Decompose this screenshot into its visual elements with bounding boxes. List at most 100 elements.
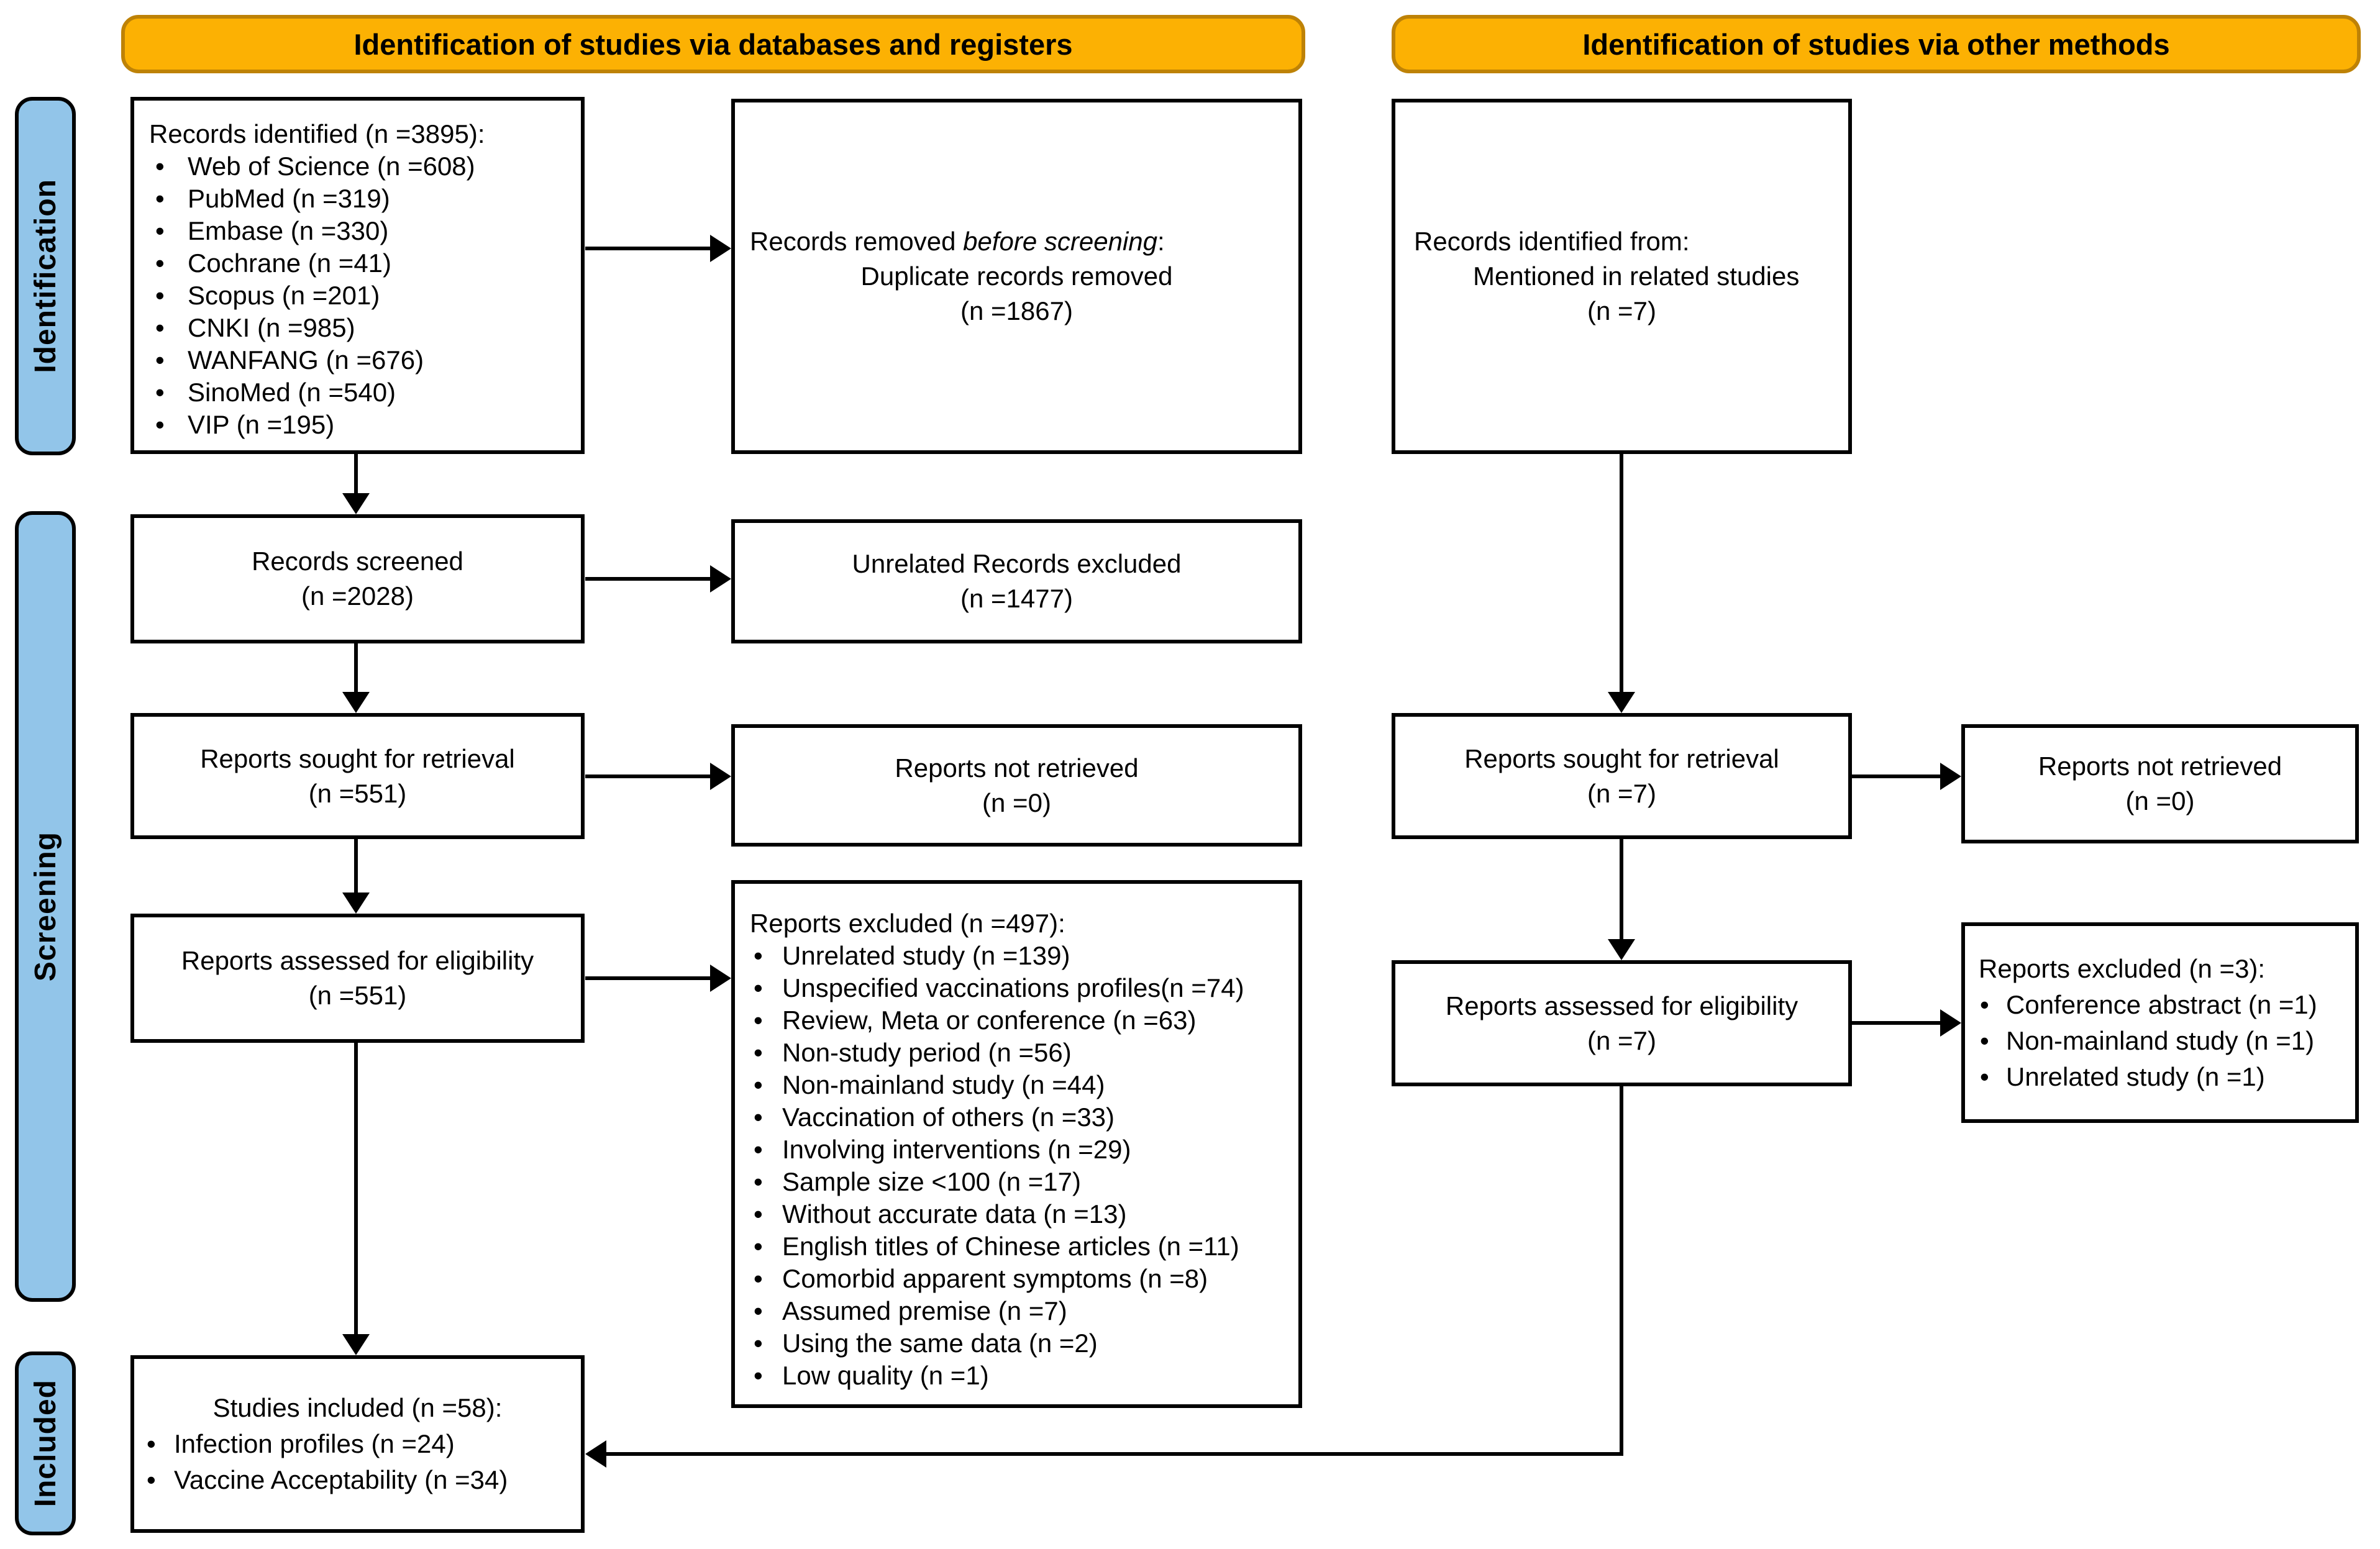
records-removed-line1-italic: before screening [963,227,1158,256]
unrelated-excluded-count: (n =1477) [960,584,1073,613]
bullet-dot: • [754,1167,763,1196]
records-removed-line1: Records removed before screening: [750,224,1283,259]
reports-not-retrieved-box: Reports not retrieved (n =0) [731,724,1302,847]
bullet-dot: • [155,152,165,181]
list-item: •Involving interventions (n =29) [750,1133,1291,1166]
records-screened-box: Records screened (n =2028) [130,514,585,643]
reports-not-retrieved-other-box: Reports not retrieved (n =0) [1961,724,2359,843]
bullet-dot: • [155,216,165,245]
reports-assessed-other-count: (n =7) [1587,1025,1656,1055]
bullet-dot: • [147,1465,156,1494]
list-item-text: Sample size <100 (n =17) [782,1167,1081,1196]
sidebar-included-label: Included [29,1379,62,1507]
list-item-text: Non-study period (n =56) [782,1038,1072,1067]
arrow-assessed-to-excluded-head [710,965,731,992]
list-item: •Conference abstract (n =1) [1979,987,2349,1023]
header-other-label: Identification of studies via other meth… [1582,27,2170,61]
arrow-assessed-to-included-head [342,1334,370,1355]
reports-assessed-other-line1: Reports assessed for eligibility [1445,991,1799,1020]
arrow-other-assessed-to-excluded-head [1940,1009,1961,1037]
bullet-dot: • [1980,989,1989,1019]
reports-sought-other-box: Reports sought for retrieval (n =7) [1392,713,1852,839]
reports-assessed-other-box: Reports assessed for eligibility (n =7) [1392,960,1852,1086]
studies-included-title: Studies included (n =58): [212,1393,503,1422]
records-screened-count: (n =2028) [301,581,414,611]
list-item-text: Non-mainland study (n =1) [2006,1025,2315,1055]
studies-included-box: Studies included (n =58): •Infection pro… [130,1355,585,1533]
list-item-text: Web of Science (n =608) [188,152,475,181]
header-databases-registers: Identification of studies via databases … [121,15,1305,73]
header-databases-label: Identification of studies via databases … [353,27,1073,61]
unrelated-excluded-line1: Unrelated Records excluded [852,549,1182,578]
list-item-text: CNKI (n =985) [188,313,355,342]
arrow-other-to-included-horizontal-line [606,1452,1623,1456]
arrow-identified-to-screened-line [354,454,358,494]
list-item: •Unspecified vaccinations profiles(n =74… [750,972,1291,1004]
records-removed-line1-suffix: : [1157,227,1165,256]
list-item: •English titles of Chinese articles (n =… [750,1230,1291,1263]
reports-not-retrieved-other-count: (n =0) [2125,786,2195,815]
list-item-text: Cochrane (n =41) [188,248,392,278]
list-item: •CNKI (n =985) [149,312,571,344]
list-item: • Non-mainland study (n =1) [1979,1023,2349,1059]
list-item: •Assumed premise (n =7) [750,1295,1291,1327]
list-item: •Comorbid apparent symptoms (n =8) [750,1263,1291,1295]
bullet-dot: • [155,281,165,310]
arrow-screened-to-excluded-head [710,565,731,593]
bullet-dot: • [155,345,165,375]
arrow-sought-to-notretrieved-head [710,763,731,790]
bullet-dot: • [754,1361,763,1390]
arrow-other-identified-to-sought-line [1620,454,1623,692]
list-item: •Embase (n =330) [149,215,571,247]
records-identified-box: Records identified (n =3895): •Web of Sc… [130,97,585,454]
list-item: •VIP (n =195) [149,409,571,441]
list-item: •Non-mainland study (n =44) [750,1069,1291,1101]
list-item: • Scopus (n =201) [149,279,571,312]
records-removed-box: Records removed before screening: Duplic… [731,99,1302,454]
arrow-other-sought-to-assessed-line [1620,839,1623,939]
list-item: • Sample size <100 (n =17) [750,1166,1291,1198]
bullet-dot: • [147,1429,156,1458]
arrow-assessed-to-included-line [354,1043,358,1334]
list-item-text: Scopus (n =201) [188,281,380,310]
records-removed-line1-normal: Records removed [750,227,964,256]
sidebar-stage-identification: Identification [15,97,76,455]
list-item: • Low quality (n =1) [750,1360,1291,1392]
records-identified-other-box: Records identified from: Mentioned in re… [1392,99,1852,454]
bullet-dot: • [754,1070,763,1099]
list-item: •Vaccine Acceptability (n =34) [144,1462,571,1498]
list-item-text: PubMed (n =319) [188,184,390,213]
arrow-sought-to-notretrieved-line [585,774,710,778]
list-item-text: Comorbid apparent symptoms (n =8) [782,1264,1208,1293]
list-item: •Unrelated study (n =139) [750,940,1291,972]
arrow-screened-to-sought-line [354,643,358,692]
list-item-text: Assumed premise (n =7) [782,1296,1067,1325]
reports-sought-line1: Reports sought for retrieval [200,743,515,773]
list-item-text: WANFANG (n =676) [188,345,424,375]
reports-not-retrieved-line1: Reports not retrieved [895,753,1139,783]
reports-assessed-box: Reports assessed for eligibility (n =551… [130,914,585,1043]
list-item-text: Low quality (n =1) [782,1361,989,1390]
bullet-dot: • [754,1199,763,1229]
list-item: •Unrelated study (n =1) [1979,1059,2349,1095]
list-item-text: Without accurate data (n =13) [782,1199,1127,1229]
header-other-methods: Identification of studies via other meth… [1392,15,2361,73]
reports-sought-other-line1: Reports sought for retrieval [1464,743,1779,773]
arrow-other-assessed-to-excluded-line [1852,1021,1940,1025]
list-item-text: English titles of Chinese articles (n =1… [782,1232,1239,1261]
arrow-other-identified-to-sought-head [1608,692,1635,713]
list-item-text: Unrelated study (n =139) [782,941,1070,970]
arrow-other-sought-to-assessed-head [1608,939,1635,960]
list-item: • Web of Science (n =608) [149,150,571,183]
list-item: •Vaccination of others (n =33) [750,1101,1291,1133]
sidebar-stage-screening: Screening [15,511,76,1302]
bullet-dot: • [1980,1025,1989,1055]
bullet-dot: • [754,1329,763,1358]
arrow-sought-to-assessed-line [354,839,358,893]
list-item-text: Unrelated study (n =1) [2006,1061,2265,1091]
records-screened-line1: Records screened [252,547,463,576]
reports-assessed-line1: Reports assessed for eligibility [181,946,534,975]
bullet-dot: • [754,1102,763,1132]
list-item: •Infection profiles (n =24) [144,1426,571,1462]
